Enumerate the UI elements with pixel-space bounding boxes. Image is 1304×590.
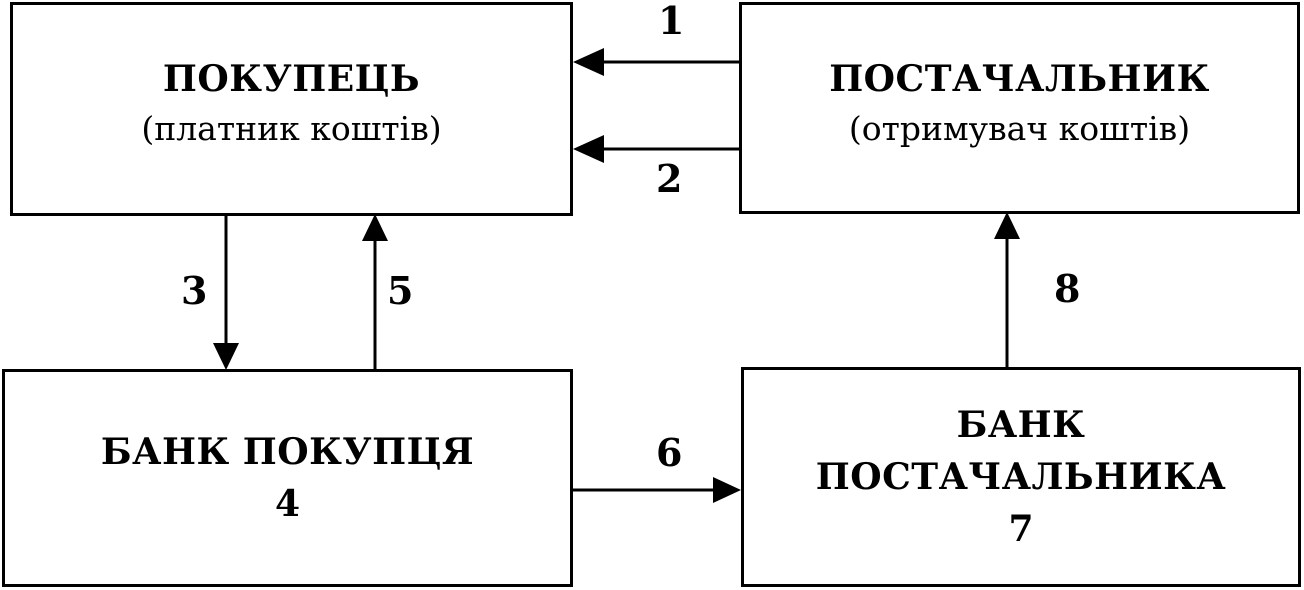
buyer-subtitle: (платник коштів) (141, 109, 442, 149)
buyer-box: ПОКУПЕЦЬ (платник коштів) (10, 2, 573, 216)
arrow-label-3: 3 (181, 268, 208, 313)
buyer-bank-number: 4 (274, 483, 301, 525)
arrow-label-1: 1 (658, 0, 685, 43)
buyer-title: ПОКУПЕЦЬ (162, 58, 421, 100)
supplier-bank-title-line1: БАНК (956, 403, 1086, 446)
arrow-label-2: 2 (656, 156, 683, 201)
arrow-8 (994, 212, 1020, 367)
arrow-5 (362, 214, 388, 369)
supplier-box: ПОСТАЧАЛЬНИК (отримувач коштів) (739, 2, 1300, 214)
buyer-bank-box: БАНК ПОКУПЦЯ 4 (2, 369, 573, 587)
arrow-label-6: 6 (656, 430, 683, 475)
arrow-label-8: 8 (1054, 266, 1081, 311)
supplier-subtitle: (отримувач коштів) (848, 109, 1191, 149)
buyer-bank-title: БАНК ПОКУПЦЯ (100, 430, 475, 473)
arrow-3 (213, 216, 239, 370)
supplier-bank-number: 7 (1008, 508, 1034, 551)
supplier-bank-box: БАНК ПОСТАЧАЛЬНИКА 7 (741, 367, 1301, 587)
arrow-1 (573, 48, 739, 76)
supplier-bank-title-line2: ПОСТАЧАЛЬНИКА (815, 455, 1227, 498)
arrow-6 (573, 477, 741, 503)
supplier-title: ПОСТАЧАЛЬНИК (829, 58, 1210, 100)
arrow-label-5: 5 (387, 268, 414, 313)
